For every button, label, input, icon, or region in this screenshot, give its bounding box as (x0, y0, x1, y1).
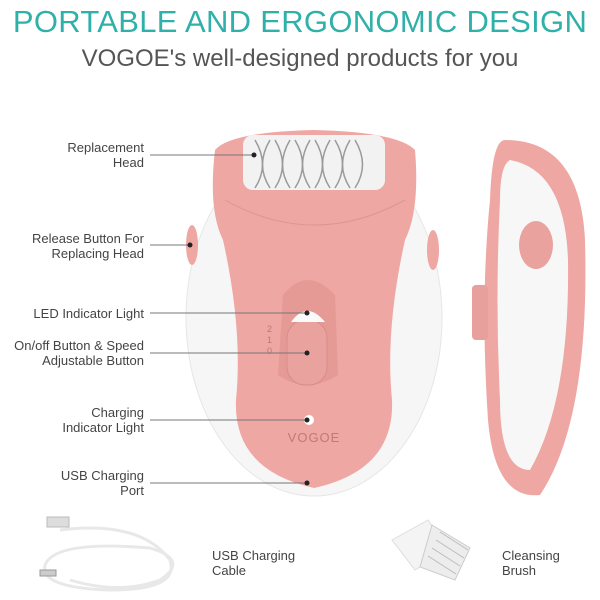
callout-dot-switch (304, 350, 310, 356)
page-title: PORTABLE AND ERGONOMIC DESIGN (12, 4, 588, 39)
cleansing-brush-image (391, 519, 471, 581)
replacement-head (243, 135, 385, 190)
callout-lines (150, 154, 307, 484)
callout-dot-led (304, 310, 310, 316)
callout-onoff-button: On/off Button & Speed Adjustable Button (14, 338, 144, 368)
side-button (519, 221, 553, 269)
page-subtitle: VOGOE's well-designed products for you (81, 45, 519, 72)
accessory-brush-label: Cleansing Brush (502, 548, 560, 578)
speed-mark-1: 1 (267, 335, 272, 345)
usb-cable-image (39, 516, 175, 592)
callout-dot-charging (304, 417, 310, 423)
callout-usb-port: USB Charging Port (60, 468, 144, 498)
epilator-side-view (472, 140, 586, 496)
callout-dot-head (251, 152, 257, 158)
callout-dot-usb (304, 480, 310, 486)
callout-led-indicator: LED Indicator Light (33, 306, 144, 321)
speed-mark-2: 2 (267, 324, 272, 334)
accessory-usb-cable-label: USB Charging Cable (212, 548, 296, 578)
epilator-front-view: 2 1 0 VOGOE (185, 130, 443, 497)
callout-dot-release (187, 242, 193, 248)
led-indicator (291, 311, 325, 322)
speed-mark-0: 0 (267, 346, 272, 356)
callout-charging-indicator: Charging Indicator Light (62, 405, 144, 435)
brand-logo: VOGOE (288, 430, 341, 445)
release-button-right (427, 230, 439, 270)
callout-release-button: Release Button For Replacing Head (31, 231, 144, 261)
callout-replacement-head: Replacement Head (67, 140, 144, 170)
